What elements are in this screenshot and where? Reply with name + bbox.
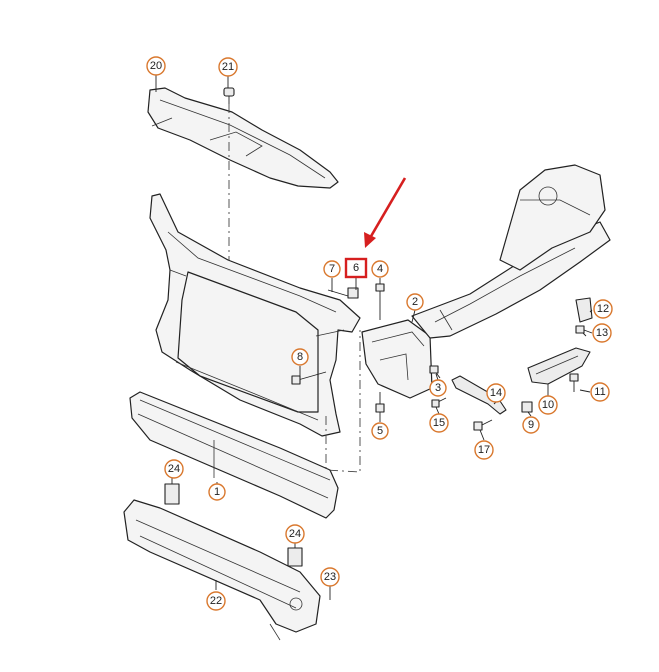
screw-set	[291, 283, 587, 431]
callout-c7: 7	[323, 260, 341, 278]
highlight-arrow	[364, 177, 407, 248]
cover-clip	[223, 87, 235, 104]
callout-label: 14	[490, 387, 502, 399]
callout-ring	[164, 459, 184, 479]
callout-ring	[406, 293, 424, 311]
callout-ring	[429, 413, 449, 433]
callout-label: 4	[377, 263, 383, 275]
callout-ring	[593, 299, 613, 319]
callout-ring	[323, 260, 341, 278]
callout-label: 10	[542, 399, 554, 411]
callout-ring	[522, 416, 540, 434]
callout-c12: 12	[593, 299, 613, 319]
callout-label: 1	[214, 486, 220, 498]
side-bracket	[527, 347, 591, 385]
callout-c8: 8	[291, 348, 309, 366]
callout-label: 23	[324, 571, 336, 583]
callout-c13: 13	[592, 323, 612, 343]
callout-6-highlighted: 6	[344, 257, 368, 279]
callout-ring	[592, 323, 612, 343]
callout-ring	[291, 348, 309, 366]
callout-c2: 2	[406, 293, 424, 311]
callout-group: 20 21 7 4 2 8 3 14 15 17 5 9 10 11 12 13 24 24 1 22 23	[146, 56, 613, 611]
callout-ring	[371, 260, 389, 278]
callout-c24a: 24	[164, 459, 184, 479]
callout-ring	[590, 382, 610, 402]
callout-ring	[538, 395, 558, 415]
callout-label: 5	[377, 425, 383, 437]
callout-c10: 10	[538, 395, 558, 415]
foam-block-left	[164, 476, 180, 505]
callout-c14: 14	[486, 383, 506, 403]
callout-c9: 9	[522, 416, 540, 434]
upper-cover-panel	[147, 87, 339, 189]
callout-c20: 20	[146, 56, 166, 76]
callout-c4: 4	[371, 260, 389, 278]
callout-ring	[320, 567, 340, 587]
lock-carrier-frame	[149, 193, 361, 437]
callout-label: 7	[329, 263, 335, 275]
longitudinal-member	[411, 164, 611, 339]
callout-c11: 11	[590, 382, 610, 402]
buffer	[575, 297, 593, 323]
callout-label: 20	[150, 60, 162, 72]
support-rod	[451, 375, 507, 415]
callout-c24b: 24	[285, 524, 305, 544]
callout-c1: 1	[208, 483, 226, 501]
callout-ring	[486, 383, 506, 403]
mounting-bracket	[361, 319, 433, 399]
callout-label: 17	[478, 444, 490, 456]
callout-c3: 3	[429, 379, 447, 397]
callout-label: 22	[210, 595, 222, 607]
callout-ring	[474, 440, 494, 460]
callout-label: 24	[289, 528, 301, 540]
lower-crossmember	[123, 499, 321, 641]
alignment-line-bumper	[325, 330, 361, 473]
callout-label: 3	[435, 382, 441, 394]
callout-ring	[208, 483, 226, 501]
foam-block-right	[287, 542, 303, 567]
callout-label: 24	[168, 463, 180, 475]
bumper-reinforcement	[129, 391, 339, 519]
callout-label: 21	[222, 61, 234, 73]
callout-label: 9	[528, 419, 534, 431]
callout-c23: 23	[320, 567, 340, 587]
callout-label: 8	[297, 351, 303, 363]
callout-c15: 15	[429, 413, 449, 433]
callout-label: 2	[412, 296, 418, 308]
callout-label: 11	[594, 386, 605, 398]
callout-ring	[429, 379, 447, 397]
callout-ring	[146, 56, 166, 76]
callout-c17: 17	[474, 440, 494, 460]
callout-c21: 21	[218, 57, 238, 77]
callout-ring	[371, 422, 389, 440]
callout-label: 13	[596, 327, 608, 339]
callout-c5: 5	[371, 422, 389, 440]
callout-ring	[218, 57, 238, 77]
callout-ring	[285, 524, 305, 544]
callout-label: 12	[597, 303, 609, 315]
callout-ring	[206, 591, 226, 611]
callout-6-label: 6	[353, 262, 359, 274]
callout-label: 15	[433, 417, 445, 429]
callout-c22: 22	[206, 591, 226, 611]
